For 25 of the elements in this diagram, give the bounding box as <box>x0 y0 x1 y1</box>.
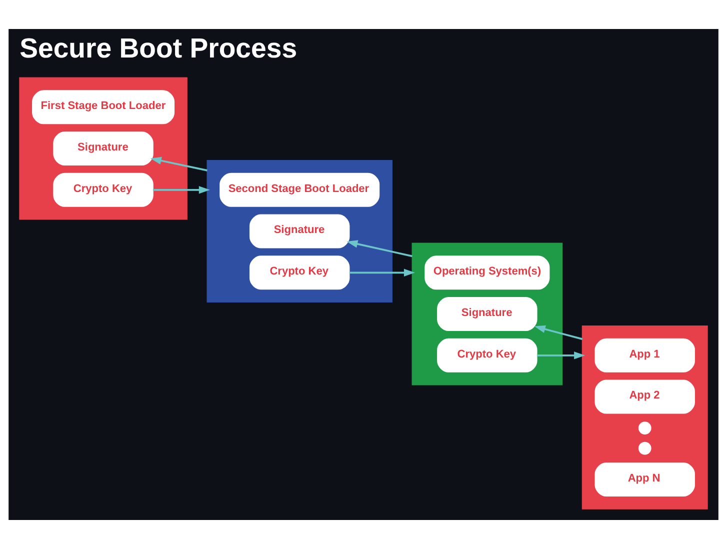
node-circle <box>638 421 652 434</box>
node-circle <box>638 441 652 454</box>
arrow <box>349 268 416 276</box>
arrow <box>153 186 210 194</box>
arrow <box>150 156 208 171</box>
node-box: Operating System(s) <box>424 255 550 290</box>
arrow <box>534 324 583 340</box>
node-box: App 2 <box>594 379 695 414</box>
node-box: Crypto Key <box>249 255 350 290</box>
cluster <box>412 242 563 385</box>
arrow <box>346 240 412 257</box>
node-box: Signature <box>437 296 538 331</box>
node-box: Crypto Key <box>53 172 154 206</box>
node-box: Second Stage Boot Loader <box>220 172 380 206</box>
node-box: App 1 <box>594 338 695 372</box>
cluster <box>582 325 708 509</box>
diagram-title: Secure Boot Process <box>20 32 298 64</box>
node-box: Signature <box>53 131 154 166</box>
node-box: Signature <box>249 214 350 248</box>
arrow <box>536 351 586 359</box>
node-box: App N <box>594 462 695 496</box>
node-box: First Stage Boot Loader <box>32 90 175 124</box>
node-box: Crypto Key <box>437 338 538 372</box>
cluster <box>206 160 392 302</box>
cluster <box>19 76 188 220</box>
